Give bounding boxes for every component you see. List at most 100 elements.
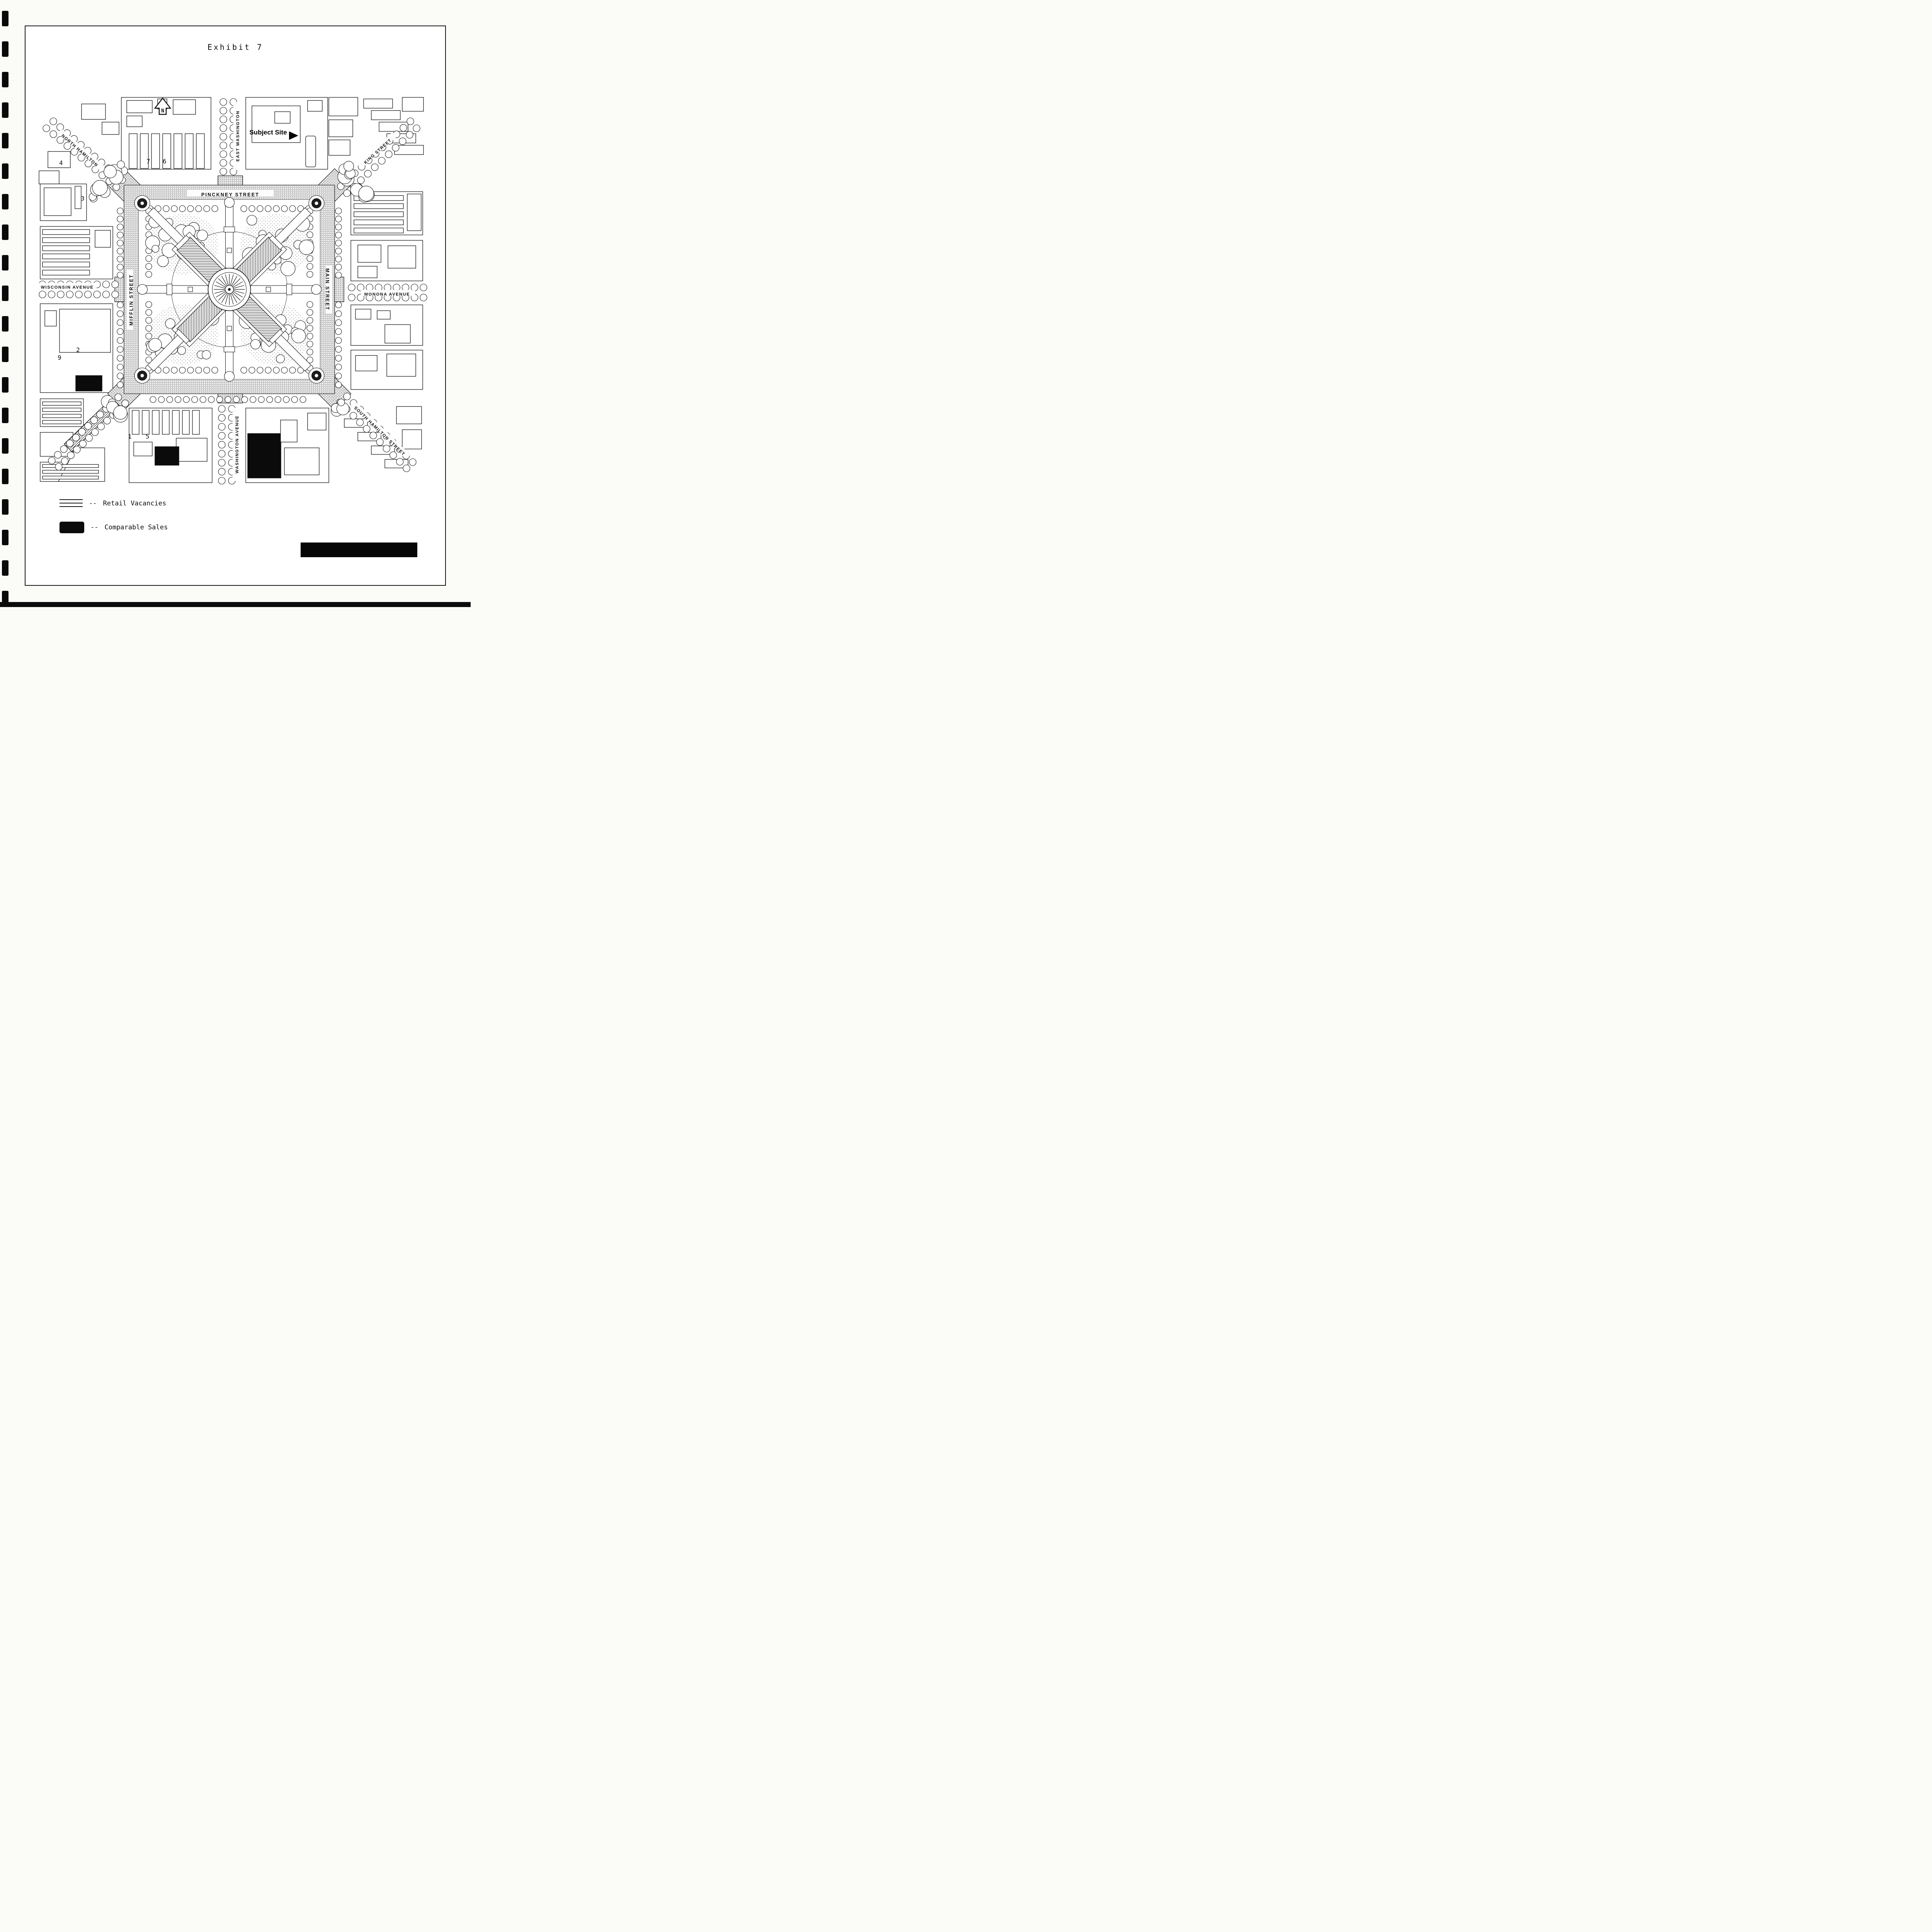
building — [44, 187, 71, 216]
tree — [335, 248, 342, 255]
tree — [104, 165, 117, 179]
tree — [102, 281, 110, 288]
binding-hole — [2, 377, 9, 393]
building — [42, 245, 90, 251]
square-ring-road — [107, 168, 352, 411]
tree — [60, 445, 68, 453]
building — [185, 133, 194, 169]
tree — [66, 439, 74, 447]
dome-spoke — [218, 278, 226, 286]
tree — [257, 367, 264, 374]
tree — [273, 367, 280, 374]
tree — [158, 396, 165, 403]
tree — [151, 245, 160, 253]
tree — [117, 231, 124, 238]
street-label-east-washington: EAST WASHINGTON — [236, 111, 240, 162]
building — [140, 133, 149, 169]
tree — [49, 117, 57, 125]
building — [132, 410, 139, 435]
tree — [299, 396, 306, 403]
tree — [306, 340, 313, 348]
tree — [111, 291, 119, 298]
tree — [258, 396, 265, 403]
tree — [306, 271, 313, 278]
tree — [93, 291, 101, 298]
tree — [265, 367, 272, 374]
tree — [117, 328, 124, 335]
tree — [335, 216, 342, 223]
tree — [400, 124, 407, 132]
tree — [265, 205, 272, 212]
tree — [291, 396, 298, 403]
tree — [84, 422, 92, 430]
tree — [335, 372, 342, 379]
building — [42, 270, 90, 276]
tree — [72, 434, 80, 441]
tree — [171, 367, 178, 374]
building — [42, 253, 90, 259]
tree — [218, 450, 226, 457]
tree — [199, 396, 206, 403]
building — [129, 133, 138, 169]
tree — [291, 328, 306, 344]
tree — [219, 98, 227, 106]
tree — [145, 255, 152, 262]
tree — [112, 183, 120, 191]
tree — [240, 205, 247, 212]
tree — [335, 231, 342, 238]
tree — [297, 367, 304, 374]
street-label-main: MAIN STREET — [325, 269, 330, 311]
site-marker: 7 — [146, 158, 150, 165]
building — [162, 133, 171, 169]
tree — [49, 130, 57, 138]
dome-spoke — [221, 276, 228, 286]
tree — [48, 457, 56, 464]
tree — [233, 396, 240, 403]
tree — [399, 138, 406, 145]
tree — [117, 255, 124, 263]
capitol-dome — [207, 268, 251, 311]
building — [407, 194, 422, 231]
tree — [145, 309, 152, 316]
tree — [157, 255, 169, 267]
tree — [66, 291, 74, 298]
tree — [281, 367, 288, 374]
building — [42, 476, 99, 480]
tree — [376, 438, 384, 446]
tree — [63, 142, 71, 150]
building — [95, 230, 111, 248]
site-marker: 5 — [146, 433, 150, 440]
building — [328, 119, 353, 137]
dome-spoke — [218, 293, 226, 301]
tree — [39, 291, 46, 298]
tree — [369, 432, 377, 439]
tree — [90, 417, 98, 424]
dome-spoke — [230, 274, 234, 285]
building — [39, 170, 60, 184]
tree — [177, 346, 186, 355]
street-label-pinckney: PINCKNEY STREET — [201, 192, 259, 197]
tree — [335, 272, 342, 279]
tree — [337, 398, 345, 406]
dome-spoke — [216, 281, 226, 287]
tree — [61, 457, 69, 465]
tree — [171, 205, 178, 212]
building — [42, 464, 99, 468]
building — [354, 211, 404, 217]
tree — [224, 396, 231, 403]
tree — [335, 264, 342, 270]
tree — [403, 464, 410, 472]
legend-label: Comparable Sales — [104, 524, 168, 531]
tree — [145, 271, 152, 278]
tree — [335, 381, 342, 388]
dome-spoke — [230, 294, 234, 304]
building — [173, 99, 196, 115]
tree — [306, 301, 313, 308]
tree — [335, 223, 342, 231]
tree — [348, 284, 355, 291]
tree — [179, 205, 186, 212]
tree — [145, 263, 152, 270]
tree — [117, 264, 124, 270]
tree — [166, 396, 173, 403]
tree — [117, 346, 124, 353]
